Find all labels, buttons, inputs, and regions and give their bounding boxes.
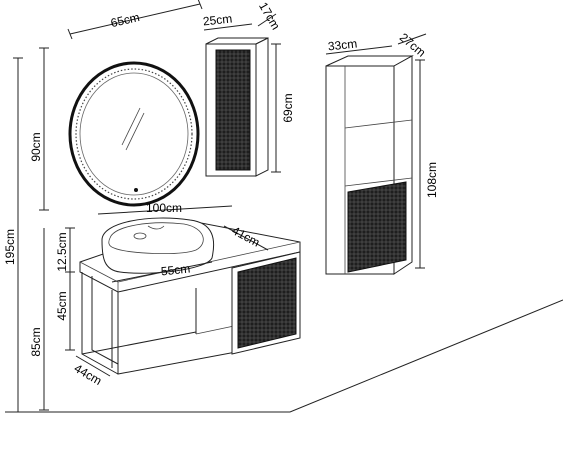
tall-cabinet	[325, 55, 414, 275]
tall-cabinet-height-dimension: 108cm	[415, 59, 439, 269]
vanity-mount-height-label: 85cm	[29, 327, 43, 356]
basin-width-label: 55cm	[160, 262, 191, 279]
wall-cabinet-width-dimension: 25cm	[202, 12, 253, 31]
wall-cabinet-depth-label: 17cm	[256, 0, 283, 32]
wall-cabinet-height-dimension: 69cm	[271, 43, 295, 173]
vanity-mount-height-dimension: 85cm	[29, 228, 49, 411]
round-led-mirror	[68, 61, 200, 207]
vanity-depth-side-dimension: 44cm	[72, 355, 111, 388]
basin-height-label: 12.5cm	[55, 232, 69, 271]
floor-line	[5, 299, 563, 413]
tall-cabinet-width-dimension: 33cm	[325, 37, 393, 55]
basin-height-dimension: 12.5cm	[55, 227, 75, 273]
vanity-width-dimension: 100cm	[97, 201, 233, 215]
wall-cabinet	[205, 37, 269, 177]
basin-drain-icon	[133, 232, 147, 240]
total-height-dimension: 195cm	[3, 57, 23, 413]
wall-cabinet-height-label: 69cm	[281, 93, 295, 122]
mirror-touch-sensor-icon	[134, 188, 138, 192]
vanity-unit	[79, 217, 301, 375]
total-height-label: 195cm	[3, 229, 17, 265]
basin-width-dimension: 55cm	[111, 261, 213, 283]
mirror-mount-height-label: 90cm	[29, 132, 43, 161]
vessel-basin	[101, 217, 215, 274]
vanity-body-height-dimension: 45cm	[55, 272, 75, 351]
vanity-body-height-label: 45cm	[55, 291, 69, 320]
tall-cabinet-rattan-door	[347, 181, 407, 273]
vanity-rattan-door	[237, 257, 297, 349]
vanity-depth-side-label: 44cm	[72, 361, 104, 388]
tall-cabinet-depth-dimension: 27cm	[397, 30, 428, 60]
wall-cabinet-rattan-door	[215, 49, 251, 171]
wall-cabinet-depth-dimension: 17cm	[256, 0, 283, 32]
tall-cabinet-width-label: 33cm	[327, 37, 358, 54]
mirror-mount-height-dimension: 90cm	[29, 47, 49, 211]
mirror-width-label: 65cm	[109, 10, 141, 30]
tall-cabinet-height-label: 108cm	[425, 162, 439, 198]
wall-cabinet-width-label: 25cm	[202, 12, 233, 29]
mirror-width-dimension: 65cm	[67, 0, 203, 40]
vanity-width-label: 100cm	[146, 201, 182, 215]
basin-overflow-icon	[147, 225, 165, 230]
